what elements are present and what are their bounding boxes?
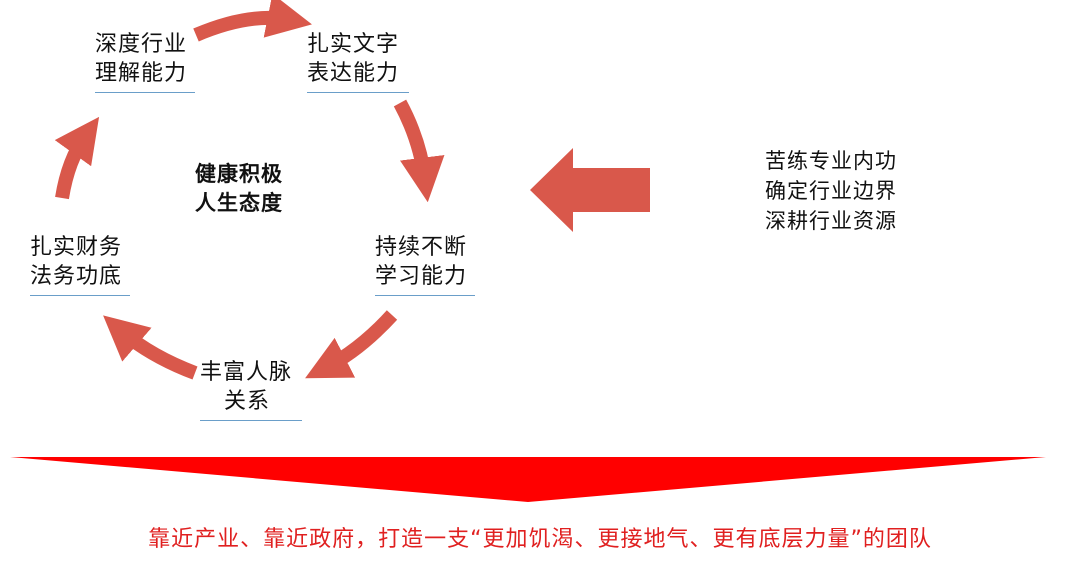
node-underline: [375, 295, 475, 296]
node-underline: [307, 92, 409, 93]
node-underline: [200, 420, 302, 421]
cycle-arrow-1: [193, 0, 312, 42]
node-label-line1: 扎实财务: [30, 235, 123, 260]
node-label-line2: 表达能力: [307, 61, 400, 86]
node-label-line2: 关系: [224, 389, 271, 414]
node-industry-understanding: 深度行业 理解能力: [95, 30, 195, 93]
node-label-line2: 学习能力: [375, 264, 468, 289]
node-label-line2: 理解能力: [95, 61, 188, 86]
node-continuous-learning: 持续不断 学习能力: [375, 233, 475, 296]
node-label-line1: 持续不断: [375, 235, 468, 260]
cycle-arrow-4: [103, 315, 198, 380]
side-line-3: 深耕行业资源: [765, 209, 897, 233]
node-label-line2: 法务功底: [30, 264, 123, 289]
funnel-arrow-icon: [10, 457, 1046, 502]
side-line-1: 苦练专业内功: [765, 149, 897, 173]
node-underline: [30, 295, 130, 296]
node-label-line1: 扎实文字: [307, 32, 400, 57]
node-label-line1: 深度行业: [95, 32, 188, 57]
node-network: 丰富人脉 关系: [200, 358, 302, 421]
side-arrow-icon: [530, 148, 650, 232]
cycle-arrow-2: [393, 99, 445, 203]
bottom-conclusion-text: 靠近产业、靠近政府，打造一支“更加饥渴、更接地气、更有底层力量”的团队: [148, 527, 932, 552]
center-line2: 人生态度: [195, 191, 283, 215]
node-finance-law: 扎实财务 法务功底: [30, 233, 130, 296]
cycle-arrow-3: [305, 310, 398, 379]
side-line-2: 确定行业边界: [765, 179, 897, 203]
cycle-center-label: 健康积极 人生态度: [195, 160, 283, 218]
node-label-line1: 丰富人脉: [200, 360, 293, 385]
side-text-block: 苦练专业内功 确定行业边界 深耕行业资源: [765, 146, 897, 236]
center-line1: 健康积极: [195, 162, 283, 186]
cycle-arrow-5: [54, 116, 100, 200]
node-underline: [95, 92, 195, 93]
node-writing-skills: 扎实文字 表达能力: [307, 30, 409, 93]
